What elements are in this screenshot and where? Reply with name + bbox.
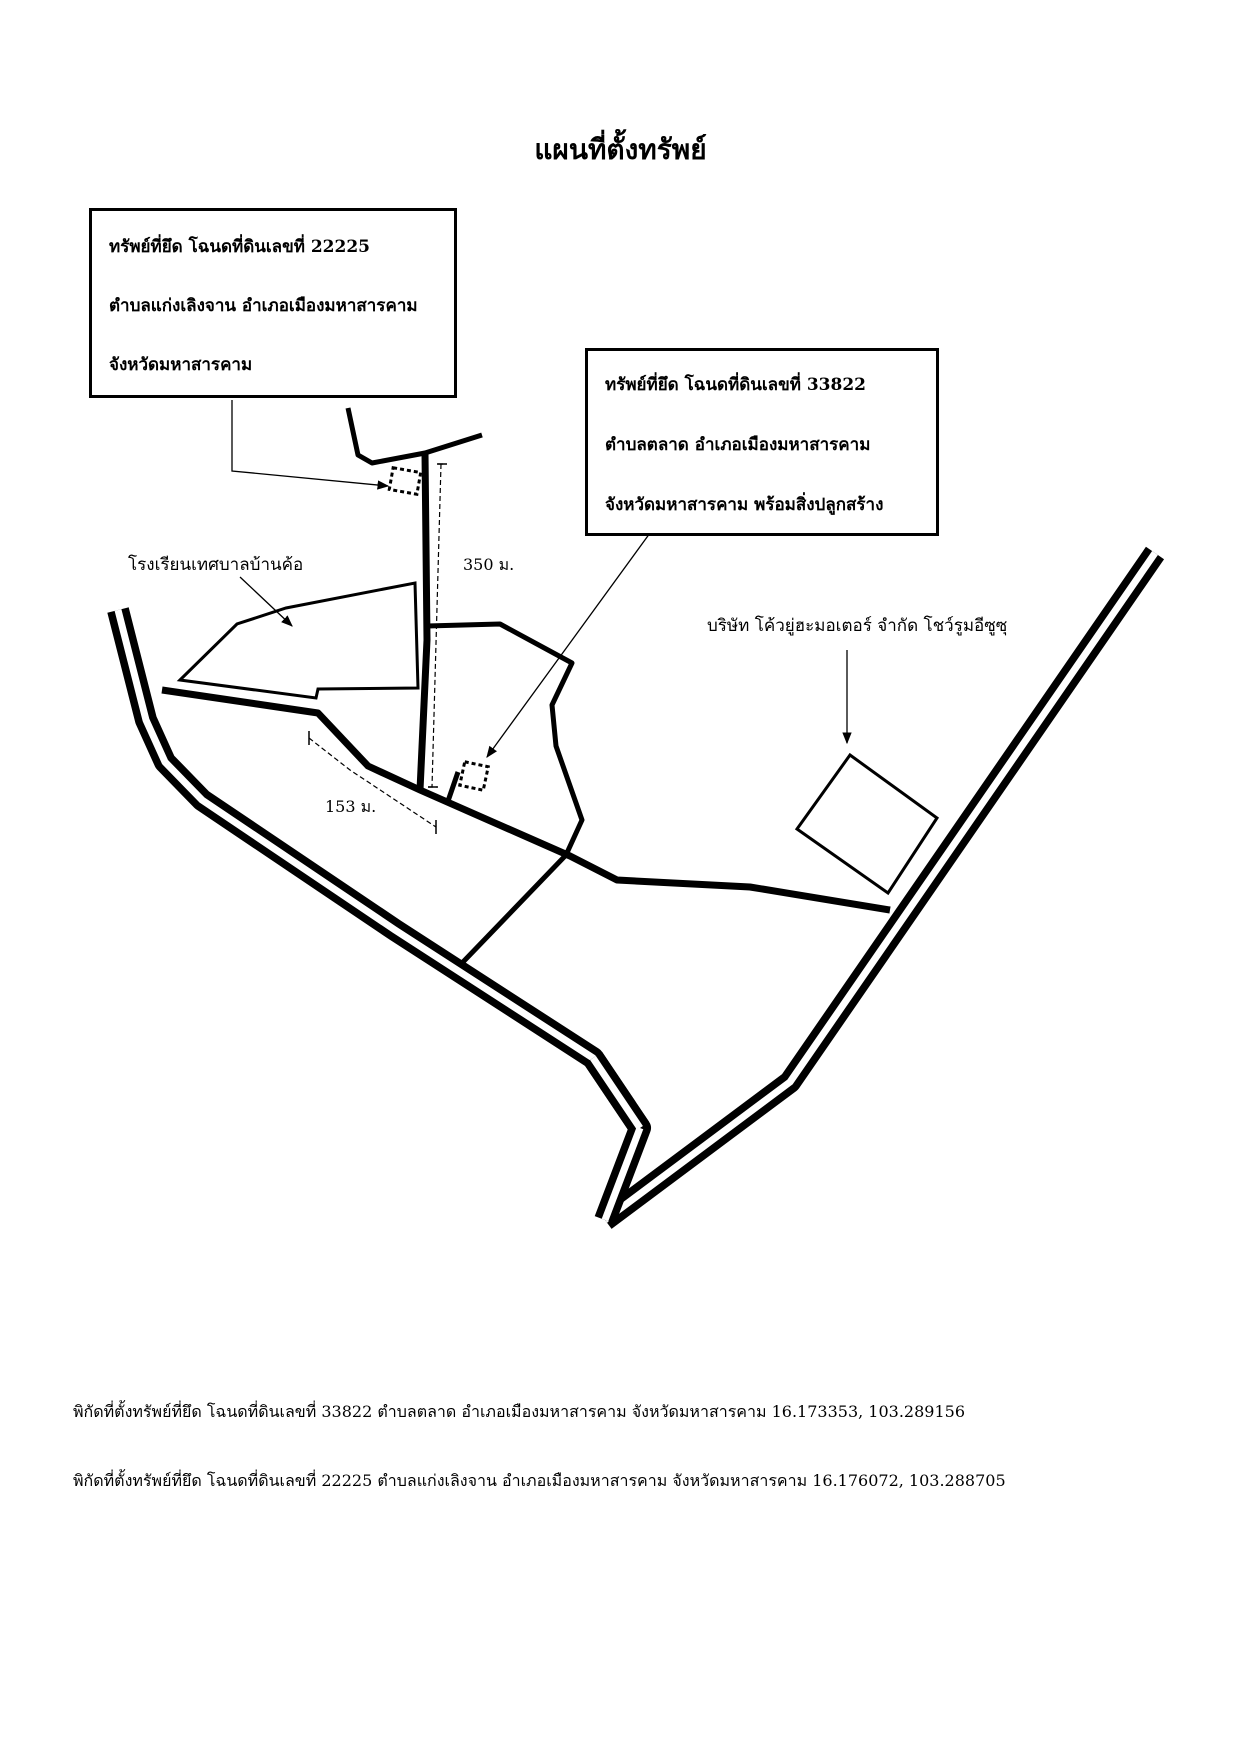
road-north [416,452,431,791]
coordinates-22225: พิกัดที่ตั้งทรัพย์ที่ยึด โฉนดที่ดินเลขที… [73,1471,1006,1490]
property-33822-line3: จังหวัดมหาสารคาม พร้อมสิ่งปลูกสร้าง [605,495,884,515]
property-22225-line2: ตำบลแก่งเลิงจาน อำเภอเมืองมหาสารคาม [109,296,418,316]
property-22225-line1: ทรัพย์ที่ยึด โฉนดที่ดินเลขที่ 22225 [109,237,370,257]
school-label: โรงเรียนเทศบาลบ้านค้อ [128,555,304,575]
distance-west-label: 153 ม. [325,797,377,816]
parcel-33822 [457,759,491,793]
property-22225-line3: จังหวัดมหาสารคาม [109,355,253,375]
distance-north-label: 350 ม. [463,555,515,574]
property-33822-line1: ทรัพย์ที่ยึด โฉนดที่ดินเลขที่ 33822 [605,375,866,395]
page-title: แผนที่ตั้งทรัพย์ [534,133,707,166]
property-33822-box: ทรัพย์ที่ยึด โฉนดที่ดินเลขที่ 33822 ตำบล… [585,348,939,536]
road-spur [444,771,461,805]
road-west [161,686,891,914]
property-33822-line2: ตำบลตลาด อำเภอเมืองมหาสารคาม [605,435,871,455]
road-top [345,407,483,466]
dimension-153 [308,737,437,828]
school-arrow [239,576,293,627]
school-building [176,581,420,700]
parcel-22225 [387,465,423,497]
dealer-building [794,752,940,896]
road-loop [426,621,585,964]
leader-22225 [231,400,390,490]
property-22225-box: ทรัพย์ที่ยึด โฉนดที่ดินเลขที่ 22225 ตำบล… [89,208,457,398]
coordinates-33822: พิกัดที่ตั้งทรัพย์ที่ยึด โฉนดที่ดินเลขที… [73,1402,965,1421]
leader-33822 [486,532,651,758]
dealer-label: บริษัท โค้วยู่ฮะมอเตอร์ จำกัด โชว์รูมอีซ… [707,616,1008,636]
